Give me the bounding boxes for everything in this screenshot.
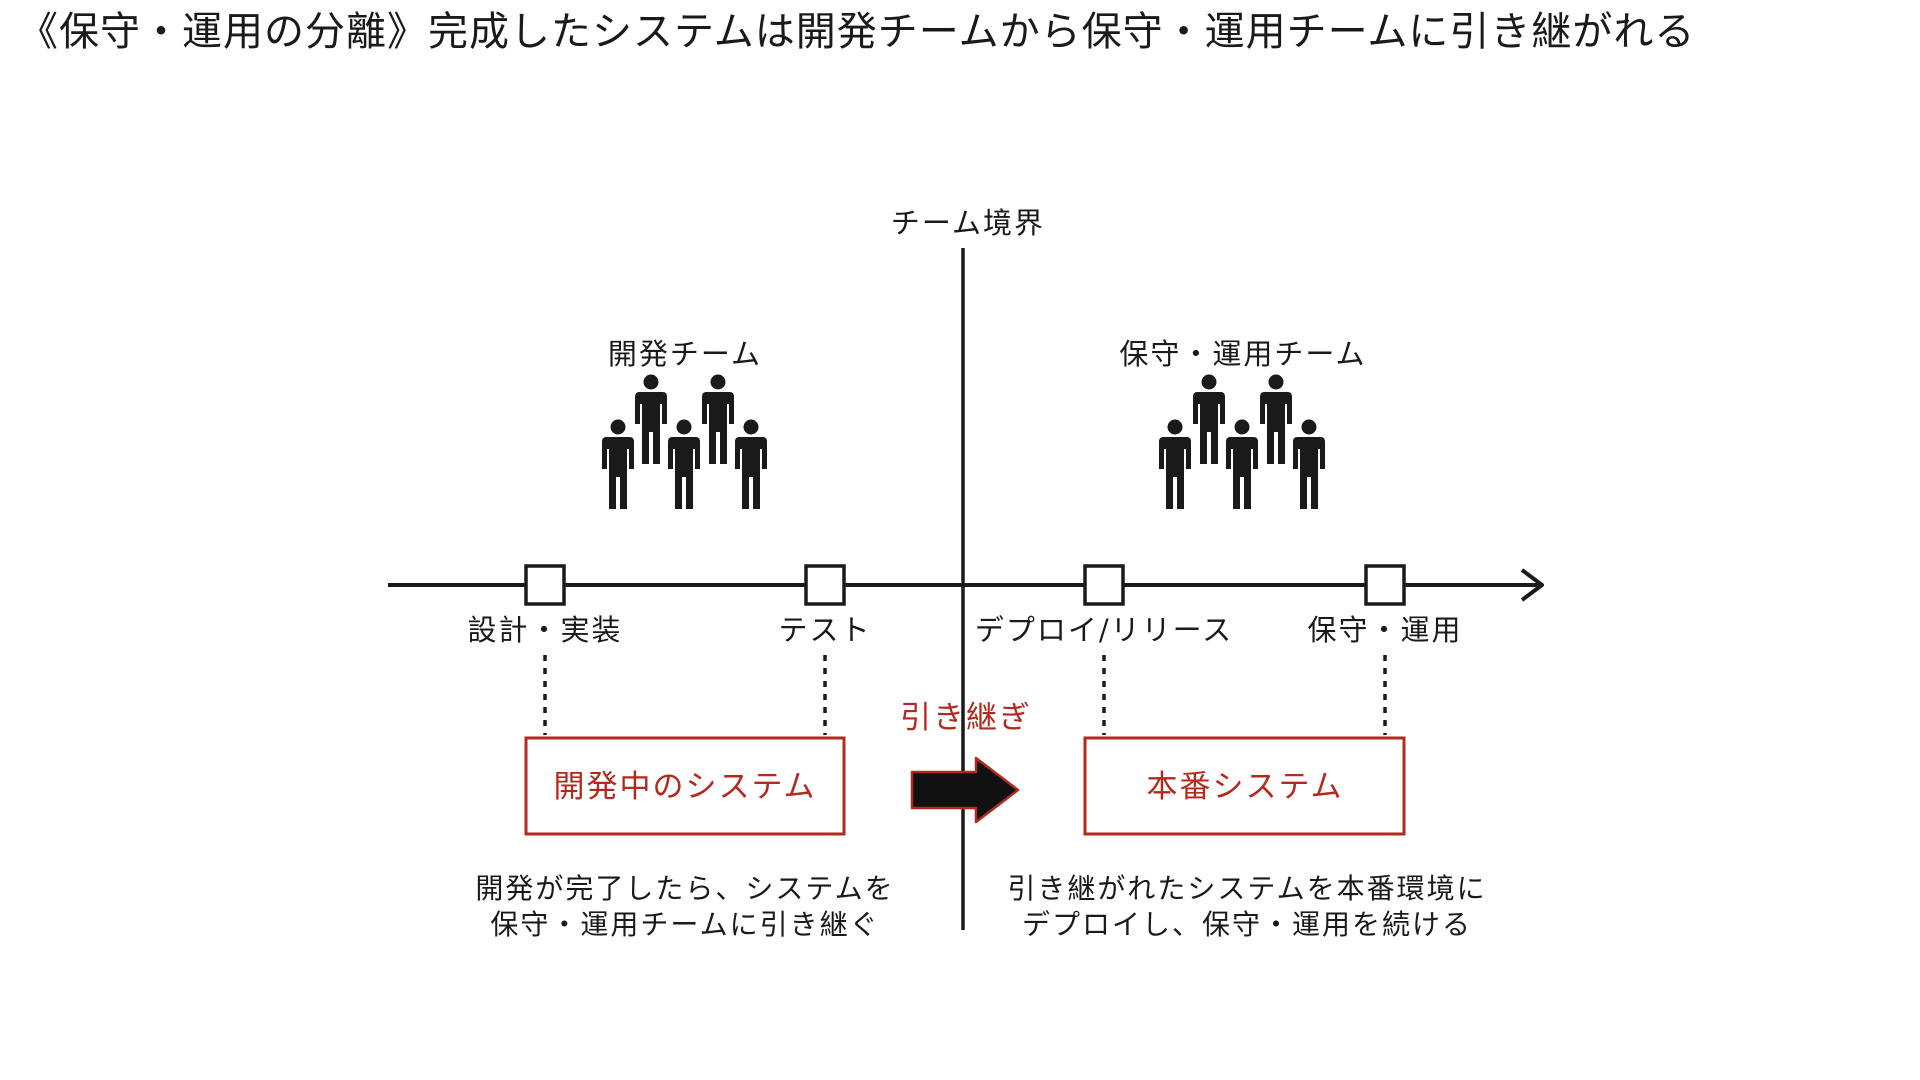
ops-team-label: 保守・運用チーム [1119,337,1366,371]
dotted-connectors [543,655,1387,735]
ops-note-line-2: デプロイし、保守・運用を続ける [1022,908,1472,941]
timeline-step-label: デプロイ/リリース [975,613,1233,647]
timeline-arrowhead-icon [1520,568,1544,602]
dev-system-label: 開発中のシステム [553,769,816,805]
timeline-marker-ops [1364,564,1406,606]
dev-note-line-2: 保守・運用チームに引き継ぐ [490,908,879,941]
timeline-step-label: 設計・実装 [467,613,622,647]
ops-note-line-1: 引き継がれたシステムを本番環境に [1007,872,1486,905]
dev-note-line-1: 開発が完了したら、システムを [475,872,894,905]
handover-label: 引き継ぎ [900,700,1032,736]
timeline-marker-design [524,564,566,606]
prod-system-box [1083,736,1406,836]
handover-arrow-icon [910,756,1020,824]
dev-system-box [524,736,846,836]
prod-system-label: 本番システム [1146,769,1343,805]
timeline-marker-test [804,564,846,606]
timeline-step-label: テスト [778,613,871,647]
team-boundary-label: チーム境界 [891,206,1045,240]
dev-team-label: 開発チーム [608,337,762,371]
dev-team-people-group-icon [602,374,767,509]
timeline-marker-deploy [1083,564,1125,606]
ops-team-people-group-icon [1159,374,1325,509]
timeline-step-label: 保守・運用 [1307,613,1462,647]
page-title: 《保守・運用の分離》完成したシステムは開発チームから保守・運用チームに引き継がれ… [18,9,1696,55]
